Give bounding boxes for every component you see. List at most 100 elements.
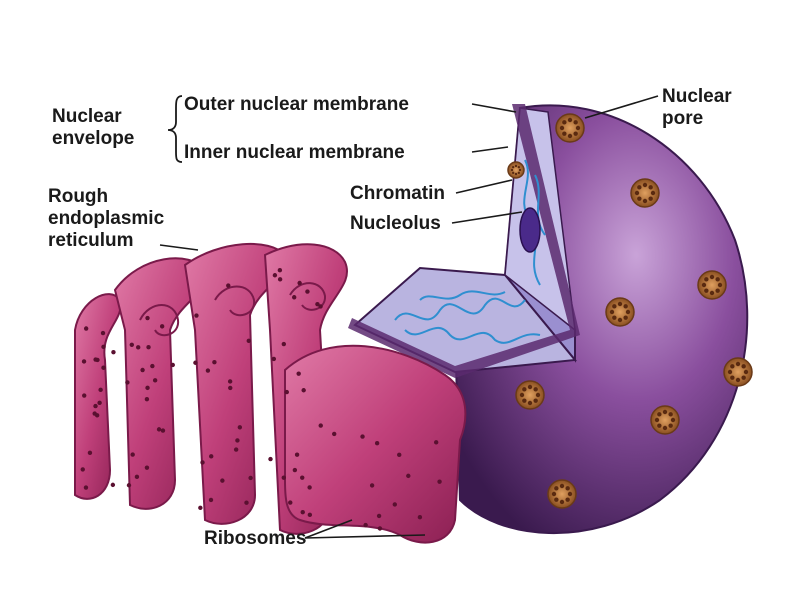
label-chromatin: Chromatin xyxy=(350,183,445,205)
ribosome-dot xyxy=(235,438,239,442)
label-nuclear-pore: Nuclear pore xyxy=(662,86,732,130)
ribosome-dot xyxy=(220,478,224,482)
nucleolus-body xyxy=(520,208,540,252)
ribosome-dot xyxy=(288,500,292,504)
ribosome-dot xyxy=(360,434,364,438)
ribosome-dot xyxy=(101,345,105,349)
label-rough-er-line3: reticulum xyxy=(48,230,164,252)
ribosome-dot xyxy=(418,515,422,519)
chromatin-leader xyxy=(456,180,512,193)
ribosome-dot xyxy=(226,283,230,287)
ribosome-dot xyxy=(363,523,367,527)
ribosome-dot xyxy=(278,277,282,281)
ribosome-dot xyxy=(397,453,401,457)
ribosome-dot xyxy=(111,483,115,487)
ribosome-dot xyxy=(150,364,154,368)
ribosome-dot xyxy=(292,295,296,299)
label-nuclear-envelope-line2: envelope xyxy=(52,128,134,150)
ribosome-dot xyxy=(157,427,161,431)
ribosome-dot xyxy=(273,273,277,277)
ribosome-dot xyxy=(145,386,149,390)
nuclear-pore-icon xyxy=(631,179,659,207)
ribosome-dot xyxy=(305,289,309,293)
ribosome-dot xyxy=(319,423,323,427)
ribosome-dot xyxy=(301,510,305,514)
ribosome-dot xyxy=(406,474,410,478)
ribosome-dot xyxy=(238,425,242,429)
ribosome-dot xyxy=(81,467,85,471)
ribosome-dot xyxy=(315,302,319,306)
ribosome-dot xyxy=(130,452,134,456)
ribosome-dot xyxy=(82,359,86,363)
inner-membrane-leader xyxy=(472,147,508,152)
ribosome-dot xyxy=(307,485,311,489)
ribosome-dot xyxy=(206,368,210,372)
ribosome-dot xyxy=(296,371,300,375)
ribosome-dot xyxy=(301,388,305,392)
ribosome-dot xyxy=(135,475,139,479)
ribosome-dot xyxy=(295,453,299,457)
ribosome-dot xyxy=(297,281,301,285)
nuclear-pore-icon xyxy=(698,271,726,299)
ribosome-dot xyxy=(145,397,149,401)
ribosome-dot xyxy=(437,479,441,483)
ribosome-dot xyxy=(84,485,88,489)
ribosome-dot xyxy=(234,447,238,451)
ribosome-dot xyxy=(378,526,382,530)
ribosome-dot xyxy=(153,378,157,382)
ribosome-dot xyxy=(198,506,202,510)
ribosome-dot xyxy=(125,380,129,384)
nuclear-pore-icon xyxy=(516,381,544,409)
ribosome-dot xyxy=(228,379,232,383)
ribosome-dot xyxy=(101,366,105,370)
ribosome-dot xyxy=(278,268,282,272)
ribosome-dot xyxy=(393,502,397,506)
nuclear-pore-icon xyxy=(548,480,576,508)
ribosome-dot xyxy=(161,428,165,432)
ribosome-dot xyxy=(282,475,286,479)
rough-er-leader xyxy=(160,245,198,250)
ribosome-dot xyxy=(145,316,149,320)
nuclear-envelope-brace xyxy=(168,96,182,162)
ribosome-dot xyxy=(209,454,213,458)
label-inner-nuclear-membrane: Inner nuclear membrane xyxy=(184,142,405,164)
ribosome-dot xyxy=(308,513,312,517)
ribosome-dot xyxy=(332,432,336,436)
ribosome-dot xyxy=(82,393,86,397)
ribosome-dot xyxy=(285,390,289,394)
outer-membrane-leader xyxy=(472,104,516,112)
label-nuclear-pore-line2: pore xyxy=(662,108,732,130)
ribosome-dot xyxy=(130,343,134,347)
ribosome-dot xyxy=(193,361,197,365)
ribosome-dot xyxy=(93,357,97,361)
ribosome-dot xyxy=(101,331,105,335)
label-nucleolus: Nucleolus xyxy=(350,213,441,235)
label-rough-er-line2: endoplasmic xyxy=(48,208,164,230)
ribosome-dot xyxy=(212,360,216,364)
ribosome-dot xyxy=(140,368,144,372)
ribosome-dot xyxy=(282,342,286,346)
nuclear-pore-icon xyxy=(606,298,634,326)
label-nuclear-envelope: Nuclear envelope xyxy=(52,106,134,150)
ribosome-dot xyxy=(244,501,248,505)
ribosome-dot xyxy=(272,357,276,361)
ribosome-dot xyxy=(377,514,381,518)
ribosome-dot xyxy=(98,388,102,392)
nuclear-pore-icon xyxy=(508,162,524,178)
ribosome-dot xyxy=(293,468,297,472)
ribosome-dot xyxy=(300,475,304,479)
ribosome-dot xyxy=(97,401,101,405)
label-rough-er-line1: Rough xyxy=(48,186,164,208)
ribosome-dot xyxy=(84,326,88,330)
label-rough-er: Rough endoplasmic reticulum xyxy=(48,186,164,252)
nuclear-pore-leader xyxy=(585,96,658,118)
ribosome-dot xyxy=(375,441,379,445)
label-outer-nuclear-membrane: Outer nuclear membrane xyxy=(184,94,409,116)
ribosome-dot xyxy=(146,345,150,349)
ribosome-dot xyxy=(200,460,204,464)
label-nuclear-pore-line1: Nuclear xyxy=(662,86,732,108)
ribosome-dot xyxy=(370,483,374,487)
ribosome-dot xyxy=(93,404,97,408)
ribosome-dot xyxy=(194,313,198,317)
